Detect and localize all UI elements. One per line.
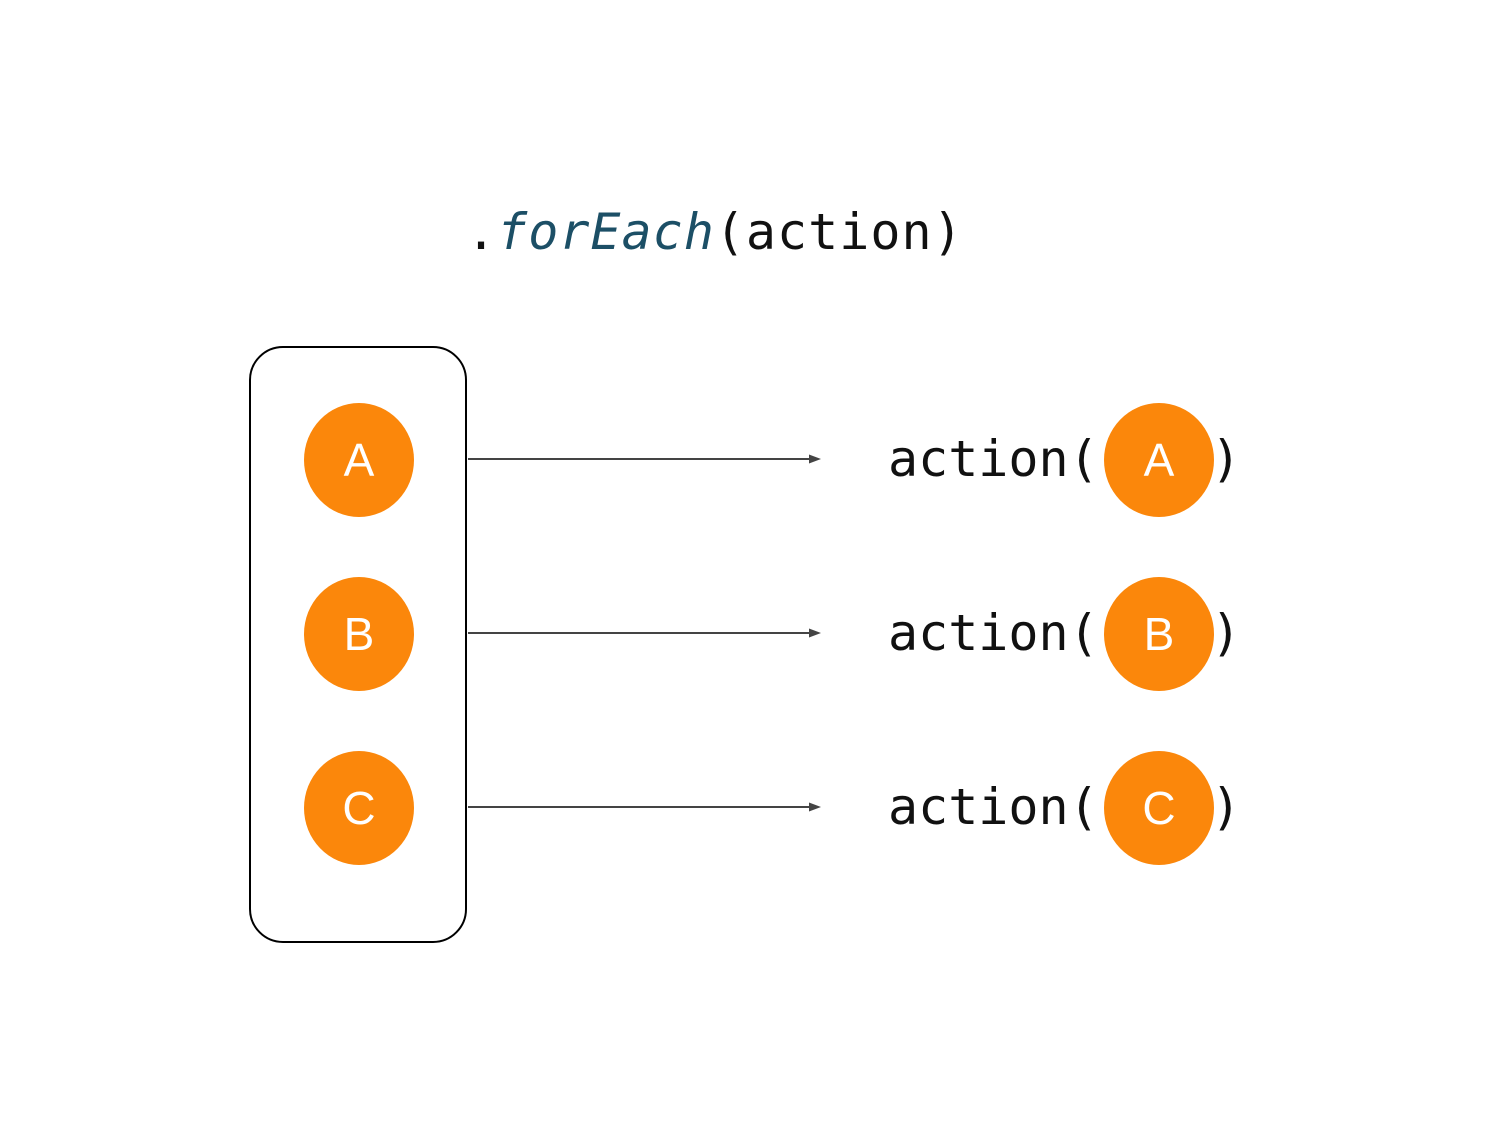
call-fn: action( (888, 778, 1099, 836)
foreach-title: .forEach(action) (466, 200, 964, 264)
arrow-a (468, 454, 821, 464)
action-call-c: action( ) (888, 772, 1241, 842)
collection-item-c: C (304, 751, 414, 865)
call-close-paren: ) (1211, 778, 1242, 836)
title-args: (action) (714, 203, 964, 261)
title-dot: . (466, 203, 498, 261)
call-close-paren: ) (1211, 604, 1242, 662)
call-arg-c: C (1104, 751, 1214, 865)
arrow-b (468, 628, 821, 638)
collection-item-a: A (304, 403, 414, 517)
arrow-c (468, 802, 821, 812)
action-call-a: action( ) (888, 424, 1241, 494)
action-call-b: action( ) (888, 598, 1241, 668)
title-method: forEach (497, 203, 715, 261)
collection-item-b: B (304, 577, 414, 691)
call-close-paren: ) (1211, 430, 1242, 488)
call-arg-a: A (1104, 403, 1214, 517)
call-arg-b: B (1104, 577, 1214, 691)
call-fn: action( (888, 604, 1099, 662)
call-fn: action( (888, 430, 1099, 488)
